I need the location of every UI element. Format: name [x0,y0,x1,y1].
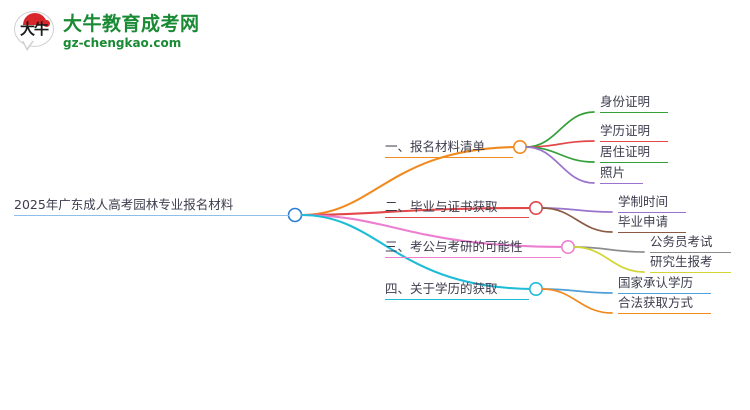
logo-mark-text: 大牛 [19,20,49,38]
speech-bubble-logo-icon: 大牛 [14,11,56,53]
root-node-label: 2025年广东成人高考园林专业报名材料 [14,198,289,216]
mindmap-node-circle[interactable] [560,240,575,255]
connector-line [541,288,613,314]
branch-label-2: 二、毕业与证书获取 [385,200,529,218]
connector-line [541,207,613,233]
connector-line [573,246,645,273]
leaf-label-1-4: 照片 [600,166,644,184]
leaf-label-3-1: 公务员考试 [650,235,731,253]
leaf-label-1-1: 身份证明 [600,95,669,113]
branch-label-1: 一、报名材料清单 [385,140,513,158]
mindmap-node-circle[interactable] [528,201,543,216]
leaf-label-2-2: 毕业申请 [618,215,687,233]
mindmap-node-circle[interactable] [528,281,543,296]
bubble-tail-inner [23,40,33,48]
brand-name-en: gz-chengkao.com [63,35,182,50]
page-header: 大牛 大牛教育成考网 gz-chengkao.com [0,0,750,62]
branch-label-4: 四、关于学历的获取 [385,282,529,300]
brand-logo[interactable]: 大牛 大牛教育成考网 gz-chengkao.com [14,11,200,53]
connector-line [525,146,595,184]
connector-line [300,206,538,217]
leaf-label-4-2: 合法获取方式 [618,296,712,314]
red-cap-shape [23,13,47,25]
leaf-label-1-3: 居住证明 [600,145,669,163]
brand-name-cn: 大牛教育成考网 [63,12,200,35]
leaf-label-3-2: 研究生报考 [650,255,731,273]
red-cap-ball [43,20,50,27]
connector-line [300,213,538,291]
leaf-label-2-1: 学制时间 [618,195,687,213]
mindmap-node-circle[interactable] [512,140,527,155]
mindmap-node-circle[interactable] [287,207,303,223]
branch-label-3: 三、考公与考研的可能性 [385,240,561,258]
connector-line [300,213,570,249]
leaf-label-1-2: 学历证明 [600,124,669,142]
brand-text: 大牛教育成考网 gz-chengkao.com [63,12,200,50]
leaf-label-4-1: 国家承认学历 [618,276,712,294]
connector-line [525,140,595,148]
connector-line [300,145,522,217]
